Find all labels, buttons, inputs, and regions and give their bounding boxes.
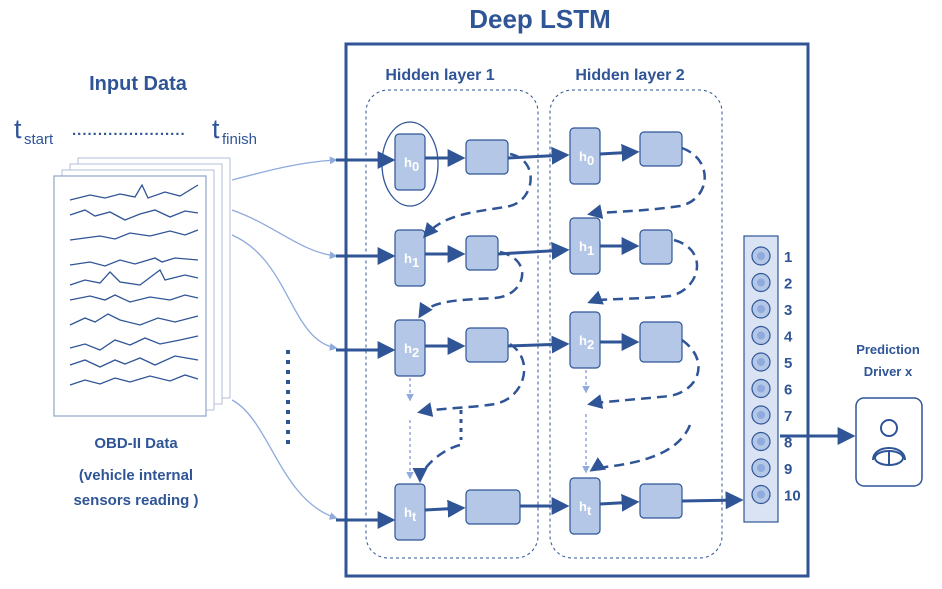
- h1-l2-label: h: [579, 239, 587, 254]
- h0-l2-label: h: [579, 149, 587, 164]
- h1-l1-label: h: [404, 251, 412, 266]
- cell-state-0-l2: [639, 131, 683, 167]
- input-heading: Input Data: [89, 73, 188, 95]
- h2-l1-sub: 2: [412, 345, 419, 360]
- hidden-layer-2-label: Hidden layer 2: [575, 67, 684, 84]
- output-class-label: 9: [784, 461, 792, 478]
- output-class-label: 8: [784, 435, 792, 452]
- output-units: 1 2 3 4 5 6 7 8 9 10: [751, 246, 801, 505]
- cell-h2-l1: [394, 319, 426, 377]
- obd-data-stack: [53, 157, 231, 417]
- output-class-label: 10: [784, 488, 801, 505]
- obd-label: OBD-II Data: [94, 435, 178, 452]
- cell-h2-l2: [569, 311, 601, 369]
- cell-labels: h 0 h 1 h 2 h t h 0 h 1 h 2 h t: [404, 149, 594, 524]
- ht-l1-label: h: [404, 505, 412, 520]
- h0-l1-sub: 0: [412, 159, 419, 174]
- vertical-connectors: [406, 370, 590, 480]
- hidden-layer-1-label: Hidden layer 1: [385, 67, 494, 84]
- recurrent-arrows: [412, 146, 706, 483]
- cell-state-1-l2: [639, 229, 673, 265]
- hidden-layer-1-box: [365, 89, 539, 559]
- h2-l2-sub: 2: [587, 337, 594, 352]
- t-finish-sub: finish: [222, 131, 257, 148]
- h1-l2-sub: 1: [587, 243, 594, 258]
- output-class-label: 1: [784, 249, 792, 266]
- cell-h0-l1: [394, 133, 426, 191]
- output-unit-core: [757, 490, 765, 499]
- sensor-signal-lines: [69, 183, 199, 386]
- cell-state-2-l2: [639, 321, 683, 363]
- layer-input-arrows: [336, 151, 396, 529]
- output-class-label: 6: [784, 382, 792, 399]
- cell-state-2-l1: [465, 327, 509, 363]
- h2-l1-label: h: [404, 341, 412, 356]
- cell-ht-l1: [394, 483, 426, 541]
- cell-state-t-l1: [465, 489, 521, 525]
- output-class-label: 5: [784, 355, 792, 372]
- h2-l2-label: h: [579, 333, 587, 348]
- ht-l2-label: h: [579, 499, 587, 514]
- output-unit-core: [757, 464, 765, 472]
- prediction-line2: Driver x: [864, 364, 913, 379]
- cell-state-t-l2: [639, 483, 683, 519]
- deep-lstm-box: [344, 42, 810, 578]
- time-range: t start ...................... t finish: [14, 114, 257, 148]
- output-unit-core: [757, 437, 765, 446]
- ht-l1-sub: t: [412, 509, 417, 524]
- cell-state-0-l1: [465, 139, 509, 175]
- obd-caption-line1: (vehicle internal: [79, 467, 193, 484]
- t-start-sub: start: [24, 131, 54, 148]
- ht-l2-sub: t: [587, 503, 592, 518]
- output-unit-core: [757, 252, 765, 260]
- layer2-cells: [569, 127, 683, 535]
- output-unit-core: [757, 358, 765, 366]
- output-unit-core: [757, 278, 765, 287]
- t-finish-label: t: [212, 114, 220, 144]
- forward-arrows: [424, 143, 744, 518]
- output-unit-core: [757, 411, 765, 419]
- obd-caption-line2: sensors reading ): [73, 492, 198, 509]
- output-class-label: 4: [784, 329, 793, 346]
- prediction-line1: Prediction: [856, 342, 920, 357]
- output-unit-core: [757, 384, 765, 393]
- h0-l2-sub: 0: [587, 153, 594, 168]
- cell-state-1-l1: [465, 235, 499, 271]
- output-class-label: 2: [784, 276, 792, 293]
- h1-l1-sub: 1: [412, 255, 419, 270]
- output-class-label: 7: [784, 408, 792, 425]
- output-unit-core: [757, 305, 765, 313]
- output-class-label: 3: [784, 302, 792, 319]
- h0-l1-label: h: [404, 155, 412, 170]
- driver-icon: [855, 397, 923, 487]
- layer1-cells: [394, 133, 521, 541]
- input-arrows: [231, 156, 338, 520]
- diagram-title: Deep LSTM: [469, 4, 611, 34]
- t-start-label: t: [14, 114, 22, 144]
- cell-h1-l1: [394, 229, 426, 287]
- hidden-layer-2-box: [549, 89, 723, 559]
- cell-h0-l2: [569, 127, 601, 185]
- time-dots: ......................: [72, 122, 186, 139]
- output-unit-core: [757, 331, 765, 340]
- cell-ht-l2: [569, 477, 601, 535]
